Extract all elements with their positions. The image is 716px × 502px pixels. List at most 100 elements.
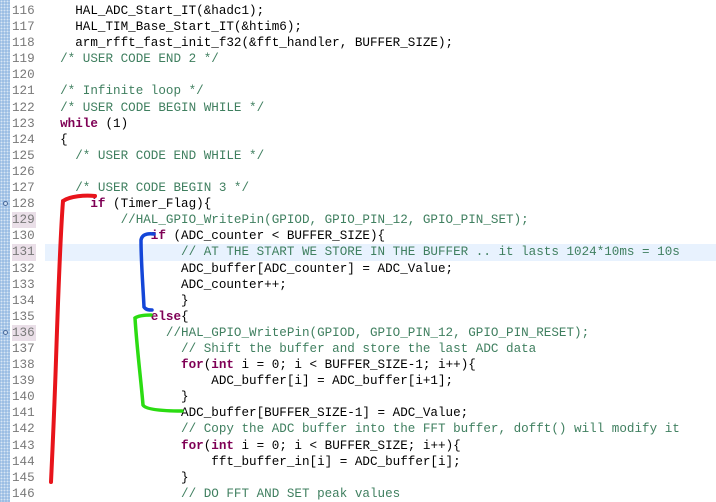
code-line[interactable]: 128 if (Timer_Flag){ [0, 196, 716, 212]
line-number: 134 [12, 293, 35, 308]
comment-token: /* USER CODE BEGIN 3 */ [45, 181, 250, 196]
comment-token: //HAL_GPIO_WritePin(GPIOD, GPIO_PIN_12, … [45, 325, 590, 340]
line-number: 140 [12, 390, 35, 405]
code-line[interactable]: 122 /* USER CODE BEGIN WHILE */ [0, 100, 716, 116]
line-number: 135 [12, 309, 35, 324]
line-code[interactable]: // DO FFT AND SET peak values [45, 486, 716, 502]
line-code[interactable]: fft_buffer_in[i] = ADC_buffer[i]; [45, 454, 716, 470]
code-line[interactable]: 124 { [0, 132, 716, 148]
line-number: 132 [12, 261, 35, 276]
line-code[interactable]: /* USER CODE END 2 */ [45, 51, 716, 67]
line-code[interactable]: ADC_buffer[i] = ADC_buffer[i+1]; [45, 373, 716, 389]
code-token: i = 0; i < BUFFER_SIZE; i++){ [233, 438, 461, 453]
line-code[interactable]: arm_rfft_fast_init_f32(&fft_handler, BUF… [45, 35, 716, 51]
code-line[interactable]: 140 } [0, 389, 716, 405]
code-line[interactable]: 143 for(int i = 0; i < BUFFER_SIZE; i++)… [0, 438, 716, 454]
code-editor[interactable]: 116 HAL_ADC_Start_IT(&hadc1);117 HAL_TIM… [0, 3, 716, 502]
line-code[interactable]: if (Timer_Flag){ [45, 196, 716, 212]
keyword-token: int [211, 358, 234, 373]
line-code[interactable]: HAL_TIM_Base_Start_IT(&htim6); [45, 19, 716, 35]
line-code[interactable]: } [45, 389, 716, 405]
code-line[interactable]: 135 else{ [0, 309, 716, 325]
code-line[interactable]: 144 fft_buffer_in[i] = ADC_buffer[i]; [0, 454, 716, 470]
comment-token: /* USER CODE END 2 */ [45, 52, 219, 67]
line-code[interactable]: } [45, 293, 716, 309]
code-token: { [181, 309, 189, 324]
line-code[interactable]: ADC_counter++; [45, 277, 716, 293]
line-code[interactable]: // AT THE START WE STORE IN THE BUFFER .… [45, 244, 716, 261]
keyword-token: if [45, 197, 106, 212]
comment-token: /* Infinite loop */ [45, 84, 204, 99]
code-token: HAL_ADC_Start_IT(&hadc1); [45, 4, 265, 18]
line-code[interactable]: // Copy the ADC buffer into the FFT buff… [45, 421, 716, 437]
line-code[interactable]: else{ [45, 309, 716, 325]
code-token: ( [203, 438, 212, 453]
code-token: { [45, 132, 68, 147]
code-line[interactable]: 131 // AT THE START WE STORE IN THE BUFF… [0, 244, 716, 261]
line-number: 126 [12, 164, 35, 179]
line-number: 139 [12, 374, 35, 389]
line-code[interactable]: HAL_ADC_Start_IT(&hadc1); [45, 3, 716, 19]
line-code[interactable]: for(int i = 0; i < BUFFER_SIZE; i++){ [45, 438, 716, 454]
code-line[interactable]: 139 ADC_buffer[i] = ADC_buffer[i+1]; [0, 373, 716, 389]
code-token: arm_rfft_fast_init_f32(&fft_handler, BUF… [45, 36, 454, 51]
line-number: 116 [12, 4, 35, 18]
line-code[interactable]: if (ADC_counter < BUFFER_SIZE){ [45, 228, 716, 244]
line-code[interactable]: { [45, 132, 716, 148]
code-line[interactable]: 134 } [0, 293, 716, 309]
line-code[interactable]: ADC_buffer[BUFFER_SIZE-1] = ADC_Value; [45, 405, 716, 421]
code-line[interactable]: 123 while (1) [0, 116, 716, 132]
line-number: 123 [12, 116, 35, 131]
code-line[interactable]: 116 HAL_ADC_Start_IT(&hadc1); [0, 3, 716, 19]
code-line[interactable]: 142 // Copy the ADC buffer into the FFT … [0, 421, 716, 437]
code-line[interactable]: 127 /* USER CODE BEGIN 3 */ [0, 180, 716, 196]
line-number: 131 [12, 244, 36, 261]
line-code[interactable]: } [45, 470, 716, 486]
line-code[interactable]: //HAL_GPIO_WritePin(GPIOD, GPIO_PIN_12, … [45, 212, 716, 228]
code-line[interactable]: 138 for(int i = 0; i < BUFFER_SIZE-1; i+… [0, 357, 716, 373]
code-token: } [45, 390, 189, 405]
code-token: ADC_buffer[BUFFER_SIZE-1] = ADC_Value; [45, 406, 469, 421]
keyword-token: if [45, 229, 166, 244]
line-code[interactable]: for(int i = 0; i < BUFFER_SIZE-1; i++){ [45, 357, 716, 373]
code-line[interactable]: 136 //HAL_GPIO_WritePin(GPIOD, GPIO_PIN_… [0, 324, 716, 341]
code-token: ADC_buffer[i] = ADC_buffer[i+1]; [45, 374, 454, 389]
code-line[interactable]: 125 /* USER CODE END WHILE */ [0, 148, 716, 164]
annotation-marker-icon[interactable] [3, 329, 8, 335]
comment-token: // Shift the buffer and store the last A… [45, 341, 537, 356]
line-number: 129 [12, 212, 36, 229]
code-line[interactable]: 141 ADC_buffer[BUFFER_SIZE-1] = ADC_Valu… [0, 405, 716, 421]
code-line[interactable]: 146 // DO FFT AND SET peak values [0, 486, 716, 502]
keyword-token: else [45, 309, 182, 324]
code-line[interactable]: 119 /* USER CODE END 2 */ [0, 51, 716, 67]
line-code[interactable] [45, 67, 716, 83]
line-code[interactable]: // Shift the buffer and store the last A… [45, 341, 716, 357]
line-code[interactable]: ADC_buffer[ADC_counter] = ADC_Value; [45, 261, 716, 277]
code-line[interactable]: 118 arm_rfft_fast_init_f32(&fft_handler,… [0, 35, 716, 51]
code-line[interactable]: 133 ADC_counter++; [0, 277, 716, 293]
annotation-marker-icon[interactable] [3, 201, 8, 207]
line-number: 142 [12, 422, 35, 437]
code-line[interactable]: 121 /* Infinite loop */ [0, 83, 716, 99]
code-line[interactable]: 126 [0, 164, 716, 180]
line-code[interactable]: /* USER CODE END WHILE */ [45, 148, 716, 164]
line-code[interactable]: /* Infinite loop */ [45, 83, 716, 99]
line-code[interactable]: /* USER CODE BEGIN WHILE */ [45, 100, 716, 116]
line-number: 121 [12, 84, 35, 99]
code-line[interactable]: 120 [0, 67, 716, 83]
code-line[interactable]: 130 if (ADC_counter < BUFFER_SIZE){ [0, 228, 716, 244]
code-line[interactable]: 132 ADC_buffer[ADC_counter] = ADC_Value; [0, 261, 716, 277]
line-number: 125 [12, 148, 35, 163]
code-token: fft_buffer_in[i] = ADC_buffer[i]; [45, 454, 461, 469]
line-code[interactable]: while (1) [45, 116, 716, 132]
line-code[interactable]: //HAL_GPIO_WritePin(GPIOD, GPIO_PIN_12, … [45, 325, 716, 341]
line-code[interactable]: /* USER CODE BEGIN 3 */ [45, 180, 716, 196]
code-token: ADC_counter++; [45, 277, 287, 292]
code-line[interactable]: 145 } [0, 470, 716, 486]
line-number: 130 [12, 229, 35, 244]
line-code[interactable] [45, 164, 716, 180]
code-line[interactable]: 129 //HAL_GPIO_WritePin(GPIOD, GPIO_PIN_… [0, 212, 716, 229]
code-line[interactable]: 137 // Shift the buffer and store the la… [0, 341, 716, 357]
keyword-token: for [45, 438, 204, 453]
code-line[interactable]: 117 HAL_TIM_Base_Start_IT(&htim6); [0, 19, 716, 35]
